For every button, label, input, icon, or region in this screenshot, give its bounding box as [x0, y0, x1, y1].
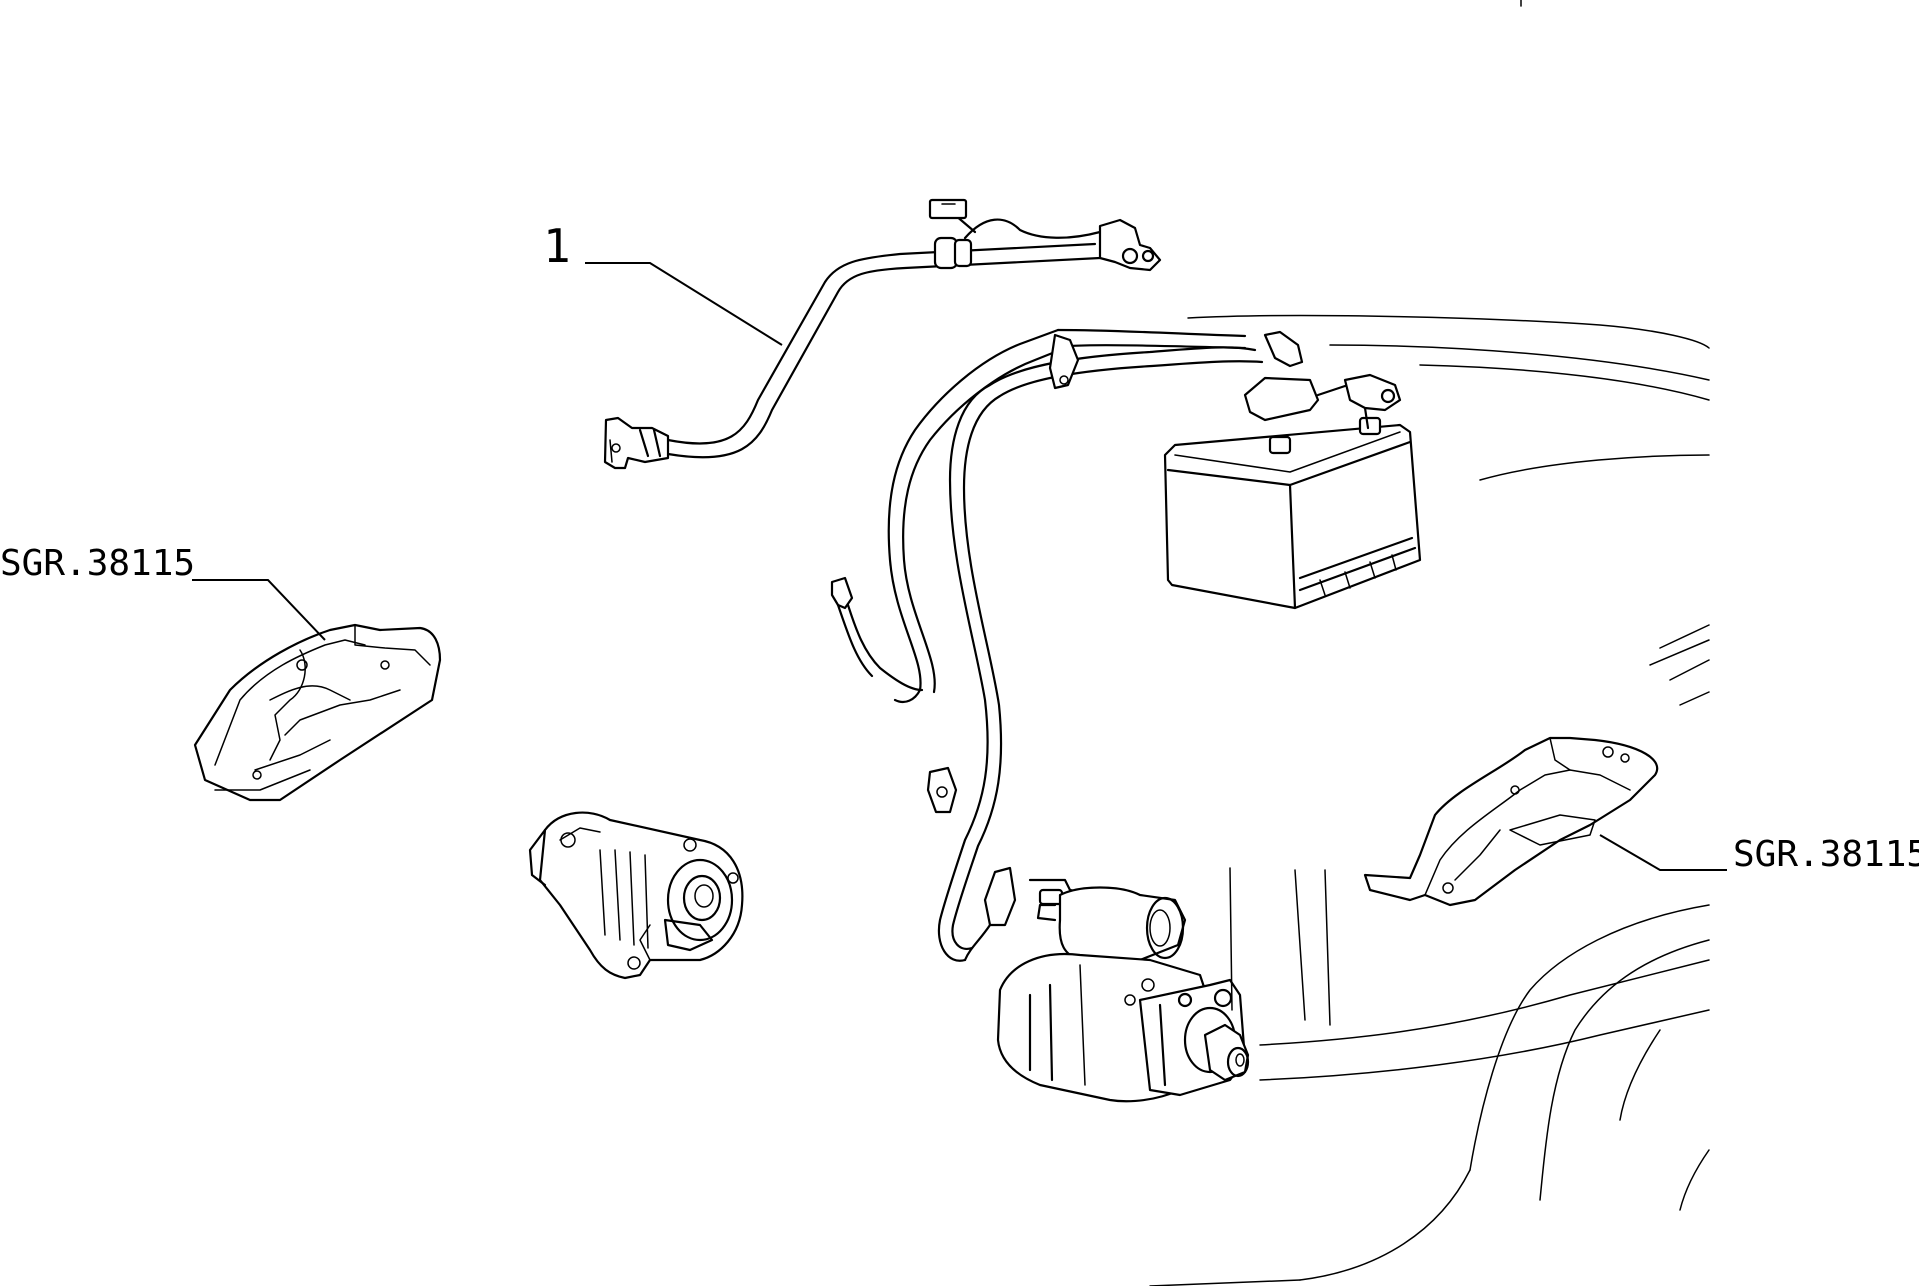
right-heat-shield [1363, 736, 1659, 907]
callout-sgr-left-leader [192, 579, 326, 641]
callout-1-label: 1 [543, 219, 571, 273]
battery-cable-harness [603, 198, 1162, 470]
callout-sgr-left: SGR.38115 [0, 543, 326, 641]
callout-sgr-right: SGR.38115 [1599, 834, 1919, 875]
alternator [528, 811, 744, 980]
starter-motor [996, 878, 1250, 1103]
callout-sgr-right-leader [1599, 834, 1727, 871]
callout-1: 1 [543, 219, 783, 346]
callout-sgr-left-label: SGR.38115 [0, 543, 195, 584]
battery [1163, 373, 1422, 610]
vehicle-body-outline [1149, 314, 1710, 1286]
starter-cables [830, 328, 1304, 962]
callout-1-leader [585, 262, 783, 346]
left-heat-shield [193, 623, 442, 802]
callout-sgr-right-label: SGR.38115 [1733, 834, 1919, 875]
